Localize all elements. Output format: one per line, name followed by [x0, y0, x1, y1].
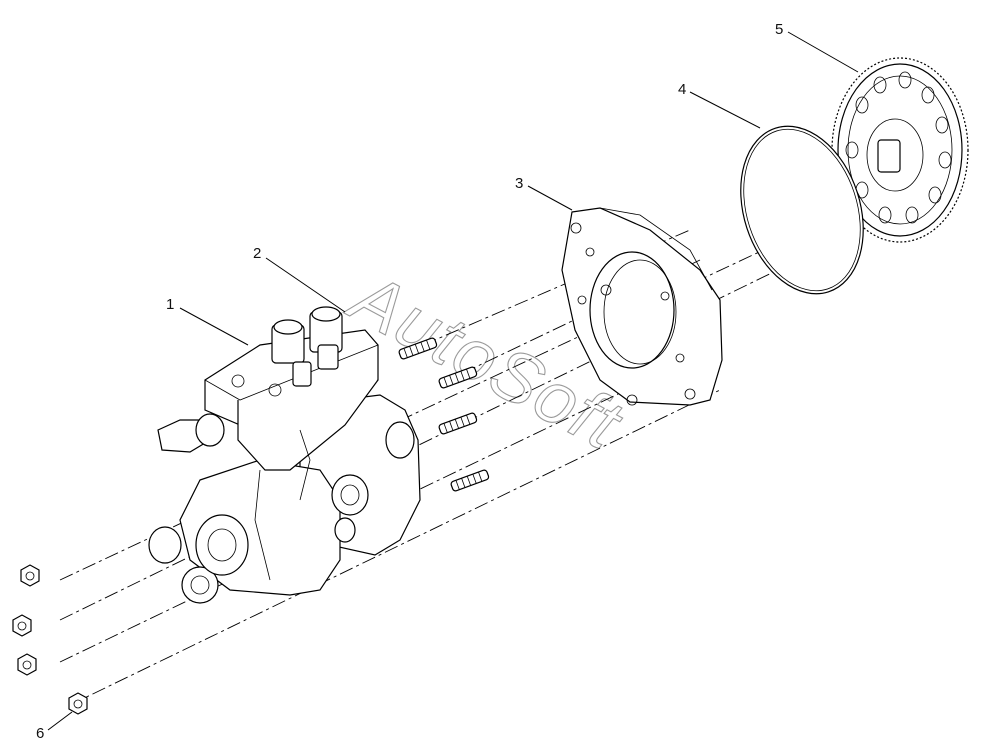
- callout-6: 6: [36, 725, 44, 742]
- nuts: [12, 564, 88, 715]
- callout-4: 4: [678, 81, 686, 98]
- callout-1: 1: [166, 296, 174, 313]
- injection-pump: [148, 306, 421, 604]
- drive-gear: [831, 57, 969, 243]
- o-ring: [740, 125, 864, 295]
- callout-2: 2: [253, 245, 261, 262]
- callout-5: 5: [775, 21, 783, 38]
- callout-3: 3: [515, 175, 523, 192]
- leader-lines: [47, 31, 859, 731]
- studs: [398, 337, 490, 492]
- adapter-flange: [561, 207, 723, 406]
- assembly-center-lines: [59, 199, 871, 706]
